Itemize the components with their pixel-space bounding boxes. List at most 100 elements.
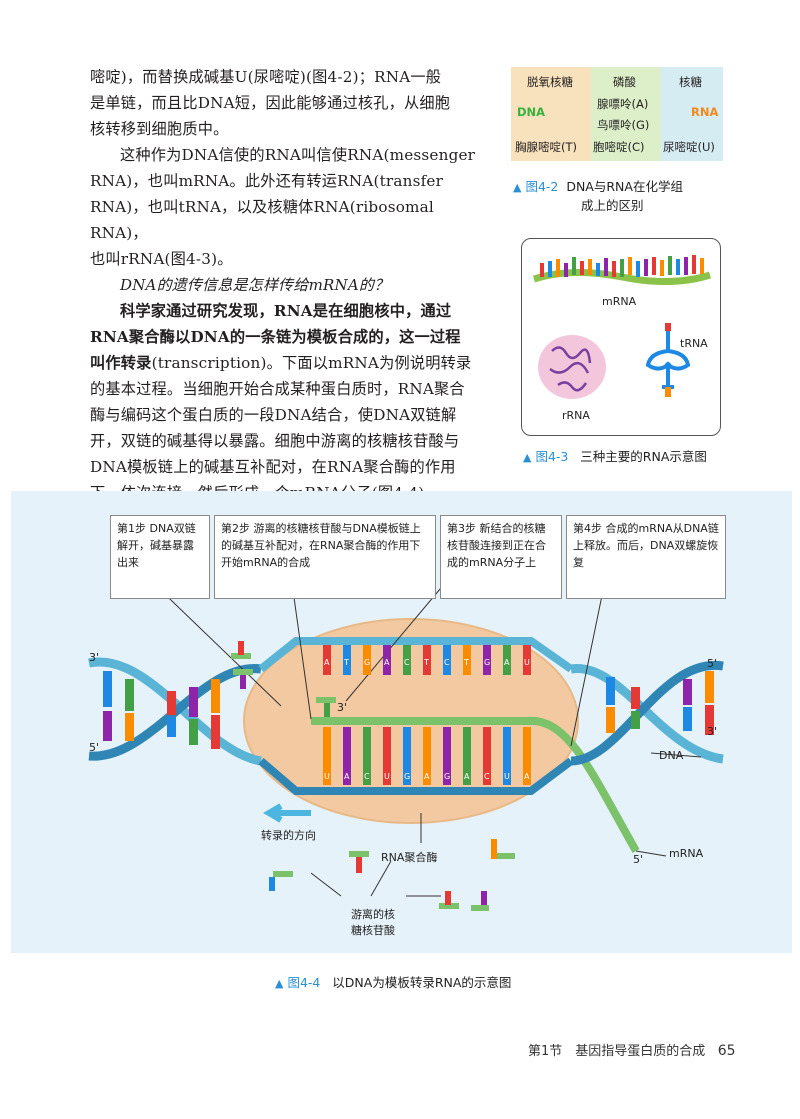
paragraph-line: RNA)，也叫tRNA，以及核糖体RNA(ribosomal RNA)， (90, 198, 434, 242)
fig42-guanine: 鸟嘌呤(G) (597, 118, 650, 132)
paragraph-line: 是单链，而且比DNA短，因此能够通过核孔，从细胞 (90, 94, 451, 112)
fig43-trna-label: tRNA (680, 337, 708, 350)
step2-box: 第2步 游离的核糖核苷酸与DNA模板链上的碱基互补配对，在RNA聚合酶的作用下开… (214, 515, 436, 599)
fig42-uracil: 尿嘧啶(U) (663, 140, 715, 154)
top-base-bar (383, 645, 391, 675)
bottom-base-letter: A (524, 772, 530, 781)
term-transcription: 叫作转录 (90, 354, 152, 372)
dna-label: DNA (659, 749, 684, 762)
fig43-number: 图4-3 (535, 449, 569, 464)
bottom-base-letter: A (464, 772, 470, 781)
bottom-base-bar (443, 727, 451, 785)
fig44-caption: ▲ 图4-4 以DNA为模板转录RNA的示意图 (275, 972, 511, 991)
page-footer: 第1节 基因指导蛋白质的合成 65 (528, 1040, 736, 1059)
top-base-letter: T (343, 658, 349, 667)
top-base-bar (343, 645, 351, 675)
fig43-caption: ▲ 图4-3 三种主要的RNA示意图 (523, 446, 707, 465)
free-nucleotide-label: 游离的核糖核苷酸 (351, 907, 395, 939)
paragraph-line: 的基本过程。当细胞开始合成某种蛋白质时，RNA聚合 (90, 380, 465, 398)
bottom-base-letter: A (424, 772, 430, 781)
footer-section: 第1节 基因指导蛋白质的合成 (528, 1044, 706, 1059)
fig43-caption-text: 三种主要的RNA示意图 (580, 449, 707, 464)
caption-triangle-icon: ▲ (275, 977, 284, 990)
bottom-base-letter: C (364, 772, 370, 781)
step3-box: 第3步 新结合的核糖核苷酸连接到正在合成的mRNA分子上 (440, 515, 562, 599)
bottom-base-bar (343, 727, 351, 785)
page-number: 65 (717, 1043, 736, 1059)
left-3prime-label: 3' (89, 651, 100, 664)
paragraph-line-rest: (transcription)。下面以mRNA为例说明转录 (151, 354, 472, 372)
fig42-caption-text: 成上的区别 (581, 198, 644, 213)
paragraph-line: 科学家通过研究发现，RNA是在细胞核中，通过 (120, 302, 452, 320)
free-nucleotide-label-line1: 游离的核 (351, 908, 395, 921)
paragraph-line: DNA模板链上的碱基互补配对，在RNA聚合酶的作用 (90, 458, 456, 476)
bottom-base-letter: U (504, 772, 510, 781)
top-base-bar (523, 645, 531, 675)
fig42-header: 磷酸 (613, 75, 636, 89)
fig42-cytosine: 胞嘧啶(C) (593, 140, 645, 154)
fig42-rna-label: RNA (691, 105, 719, 119)
fig44-caption-text: 以DNA为模板转录RNA的示意图 (332, 975, 512, 990)
mid-3prime-label: 3' (337, 701, 348, 714)
top-base-letter: T (463, 658, 469, 667)
right-5prime-label: 5' (707, 657, 718, 670)
step3-text: 第3步 新结合的核糖核苷酸连接到正在合成的mRNA分子上 (447, 522, 546, 569)
paragraph-line: RNA)，也叫mRNA。此外还有转运RNA(transfer (90, 172, 444, 190)
mrna-label: mRNA (669, 847, 704, 860)
fig42-thymine: 胸腺嘧啶(T) (515, 140, 577, 154)
top-base-letter: G (364, 658, 370, 667)
trna-shape (645, 323, 691, 397)
body-text: 嘧啶)，而替换成碱基U(尿嘧啶)(图4-2)；RNA一般 是单链，而且比DNA短… (90, 64, 490, 506)
top-base-bar (403, 645, 411, 675)
bottom-base-letter: C (484, 772, 490, 781)
fig42-caption: ▲ 图4-2 DNA与RNA在化学组 成上的区别 (513, 178, 683, 215)
bottom-base-bar (423, 727, 431, 785)
paragraph-line: RNA聚合酶以DNA的一条链为模板合成的，这一过程 (90, 328, 461, 346)
polymerase-label: RNA聚合酶 (381, 851, 438, 864)
bottom-base-bar (403, 727, 411, 785)
caption-triangle-icon: ▲ (513, 181, 522, 194)
right-dna-helix (570, 660, 724, 766)
fig42-number: 图4-2 (525, 179, 559, 194)
fig44-number: 图4-4 (287, 975, 321, 990)
bottom-base-bar (503, 727, 511, 785)
step1-text: 第1步 DNA双链解开，碱基暴露出来 (117, 522, 196, 569)
top-base-letter: C (404, 658, 410, 667)
bottom-base-bar (483, 727, 491, 785)
top-base-letter: T (423, 658, 429, 667)
rrna-strand (549, 346, 592, 392)
fig42-header: 核糖 (679, 75, 702, 89)
step1-box: 第1步 DNA双链解开，碱基暴露出来 (110, 515, 210, 599)
step4-box: 第4步 合成的mRNA从DNA链上释放。而后，DNA双螺旋恢复 (566, 515, 726, 599)
top-base-bar (443, 645, 451, 675)
free-nucleotide-label-line2: 糖核苷酸 (351, 924, 395, 937)
fig42-col-phosphate: 磷酸 腺嘌呤(A) 鸟嘌呤(G) 胞嘧啶(C) (591, 67, 661, 161)
top-base-bar (463, 645, 471, 675)
mrna-bases (540, 255, 704, 277)
open-strands (258, 637, 640, 853)
top-base-letter: A (504, 658, 510, 667)
paragraph-line: 叫作转录(transcription)。下面以mRNA为例说明转录 (90, 350, 490, 376)
top-base-letter: A (324, 658, 330, 667)
paragraph-line: 这种作为DNA信使的RNA叫信使RNA(messenger (120, 146, 476, 164)
fig43-rrna-label: rRNA (562, 409, 590, 422)
top-base-bar (363, 645, 371, 675)
rrna-shape (538, 335, 606, 399)
bottom-base-letter: A (344, 772, 350, 781)
fig42-table: 脱氧核糖 DNA 胸腺嘧啶(T) 磷酸 腺嘌呤(A) 鸟嘌呤(G) 胞嘧啶(C)… (511, 67, 723, 161)
bottom-base-bar (363, 727, 371, 785)
step4-text: 第4步 合成的mRNA从DNA链上释放。而后，DNA双螺旋恢复 (573, 522, 719, 569)
fig42-col-deoxyribose: 脱氧核糖 DNA 胸腺嘧啶(T) (511, 67, 591, 161)
top-base-letter: C (444, 658, 450, 667)
fig43-illustration (532, 255, 712, 399)
fig43-box: mRNA tRNA rRNA (521, 238, 721, 436)
bottom-base-letter: G (444, 772, 450, 781)
direction-arrow-icon (263, 803, 311, 823)
top-base-letter: G (484, 658, 490, 667)
left-dna-helix (88, 657, 262, 766)
bottom-base-letter: U (384, 772, 390, 781)
bottom-base-bar (523, 727, 531, 785)
step2-text: 第2步 游离的核糖核苷酸与DNA模板链上的碱基互补配对，在RNA聚合酶的作用下开… (221, 522, 421, 569)
